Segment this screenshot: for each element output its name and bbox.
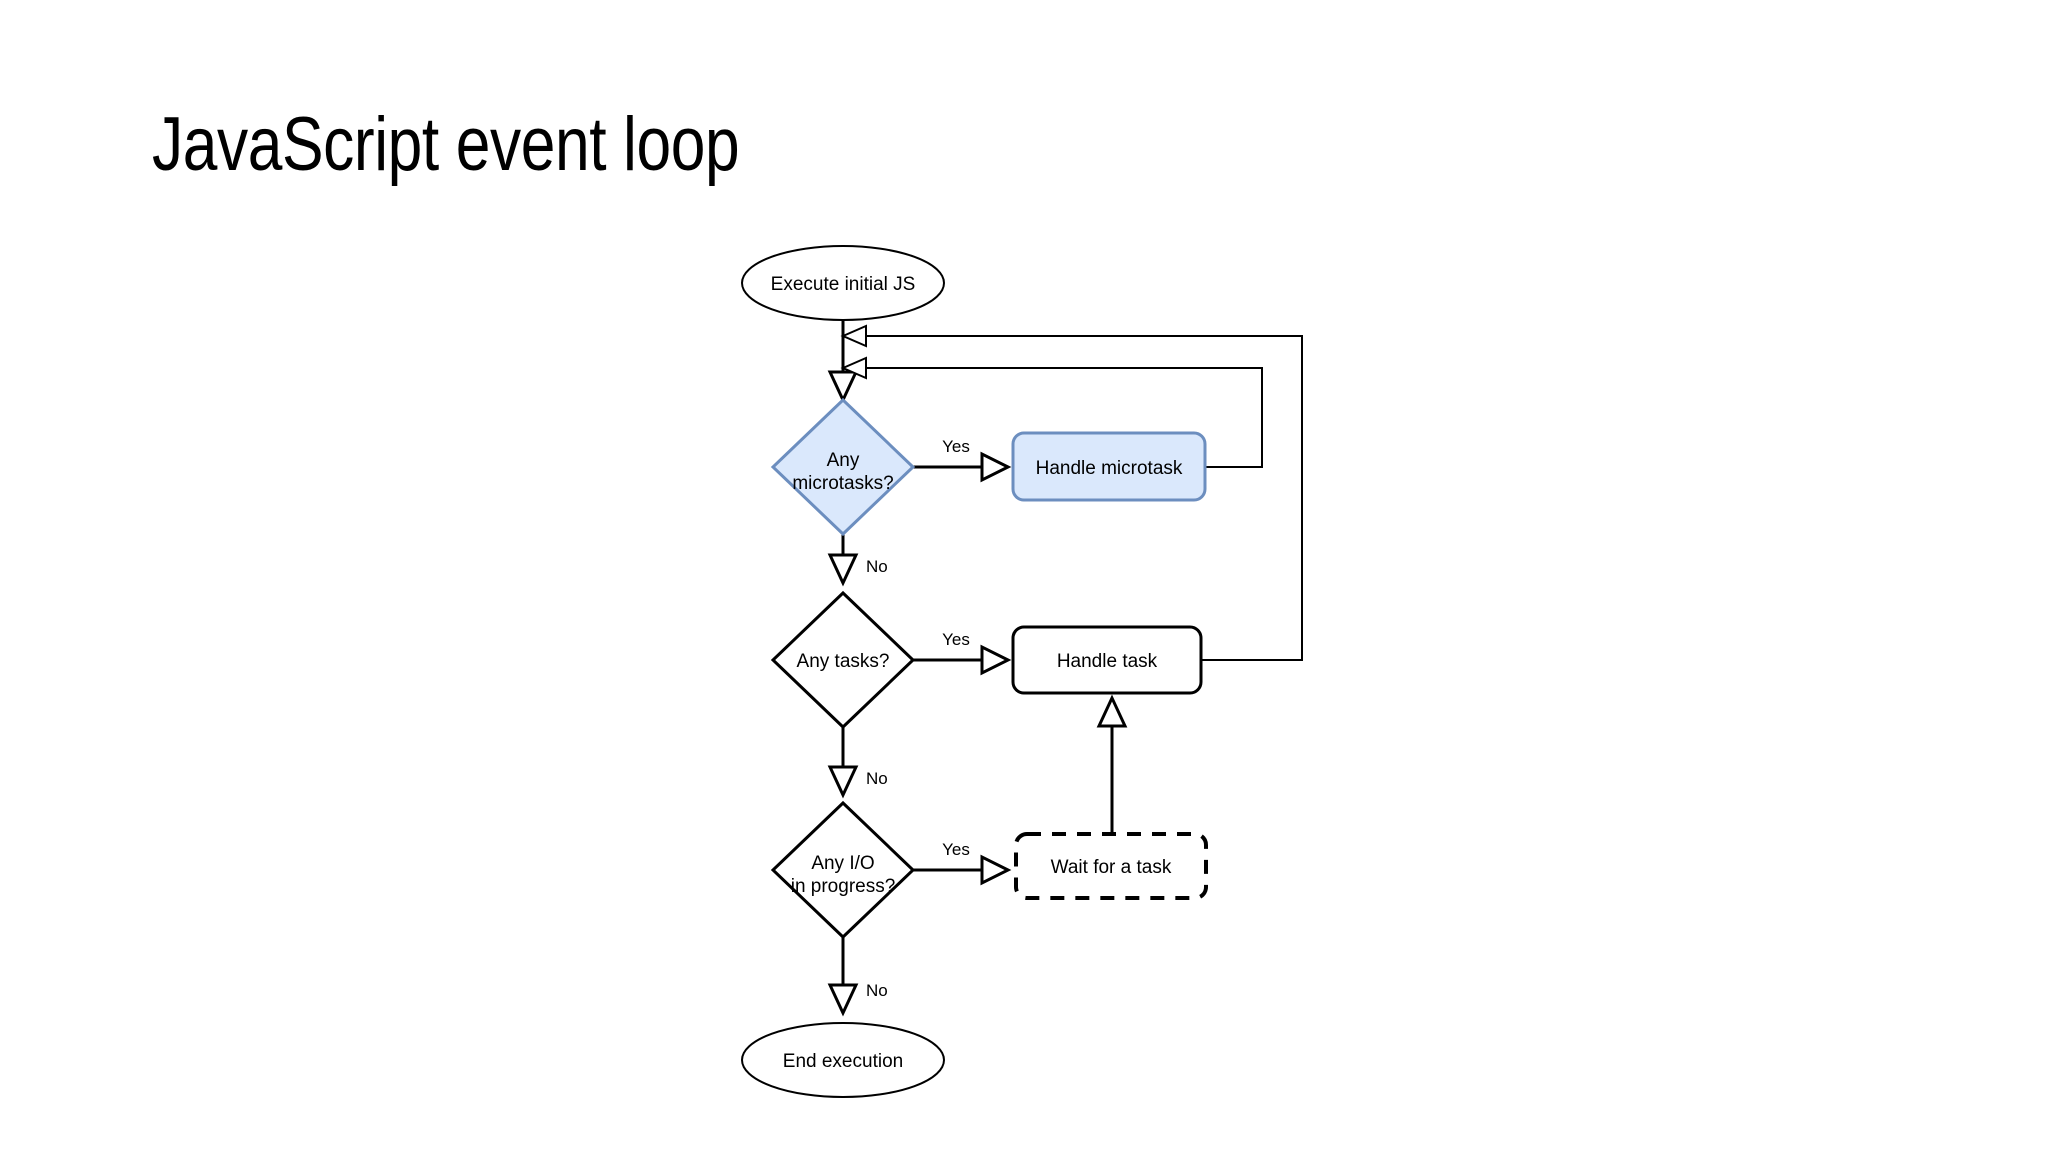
node-execute-initial-js[interactable]: Execute initial JS bbox=[741, 245, 945, 321]
node-label-wait-for-a-task: Wait for a task bbox=[1051, 857, 1172, 878]
node-handle-microtask[interactable]: Handle microtask bbox=[1011, 431, 1207, 502]
node-label-handle-microtask: Handle microtask bbox=[1036, 458, 1183, 479]
edge-label-yes-io: Yes bbox=[942, 840, 970, 859]
node-wait-for-a-task[interactable]: Wait for a task bbox=[1014, 832, 1208, 900]
node-label-handle-task: Handle task bbox=[1057, 651, 1158, 672]
node-handle-task[interactable]: Handle task bbox=[1011, 625, 1203, 695]
edge-start-to-microtasks bbox=[827, 312, 859, 404]
edge-io-no: No bbox=[827, 930, 888, 1017]
edge-label-yes-task: Yes bbox=[942, 630, 970, 649]
edge-label-no-task: No bbox=[866, 769, 888, 788]
node-label-any-microtasks-line2: microtasks? bbox=[792, 473, 893, 494]
edge-label-yes-microtask: Yes bbox=[942, 437, 970, 456]
edge-tasks-no: No bbox=[827, 720, 888, 799]
node-end-execution[interactable]: End execution bbox=[741, 1022, 945, 1098]
edge-io-yes: Yes bbox=[913, 840, 1012, 886]
edge-wait-to-handle-task bbox=[1096, 694, 1128, 832]
edge-task-return bbox=[840, 324, 1303, 661]
edge-label-no-io: No bbox=[866, 981, 888, 1000]
edge-label-no-microtask: No bbox=[866, 557, 888, 576]
node-label-any-io-line1: Any I/O bbox=[811, 853, 874, 874]
node-any-microtasks[interactable]: Any microtasks? bbox=[770, 397, 916, 537]
node-label-any-tasks: Any tasks? bbox=[797, 651, 890, 672]
edge-microtasks-yes: Yes bbox=[913, 437, 1012, 483]
node-label-execute-initial-js: Execute initial JS bbox=[771, 274, 916, 295]
node-any-tasks[interactable]: Any tasks? bbox=[770, 590, 916, 730]
node-any-io[interactable]: Any I/O in progress? bbox=[770, 800, 916, 940]
page-title: JavaScript event loop bbox=[152, 102, 740, 187]
edge-tasks-yes: Yes bbox=[913, 630, 1012, 676]
edge-microtask-return bbox=[840, 356, 1263, 468]
node-label-end-execution: End execution bbox=[783, 1051, 903, 1072]
node-label-any-microtasks-line1: Any bbox=[827, 450, 860, 471]
edge-microtasks-no: No bbox=[827, 525, 888, 587]
node-label-any-io-line2: in progress? bbox=[791, 876, 896, 897]
